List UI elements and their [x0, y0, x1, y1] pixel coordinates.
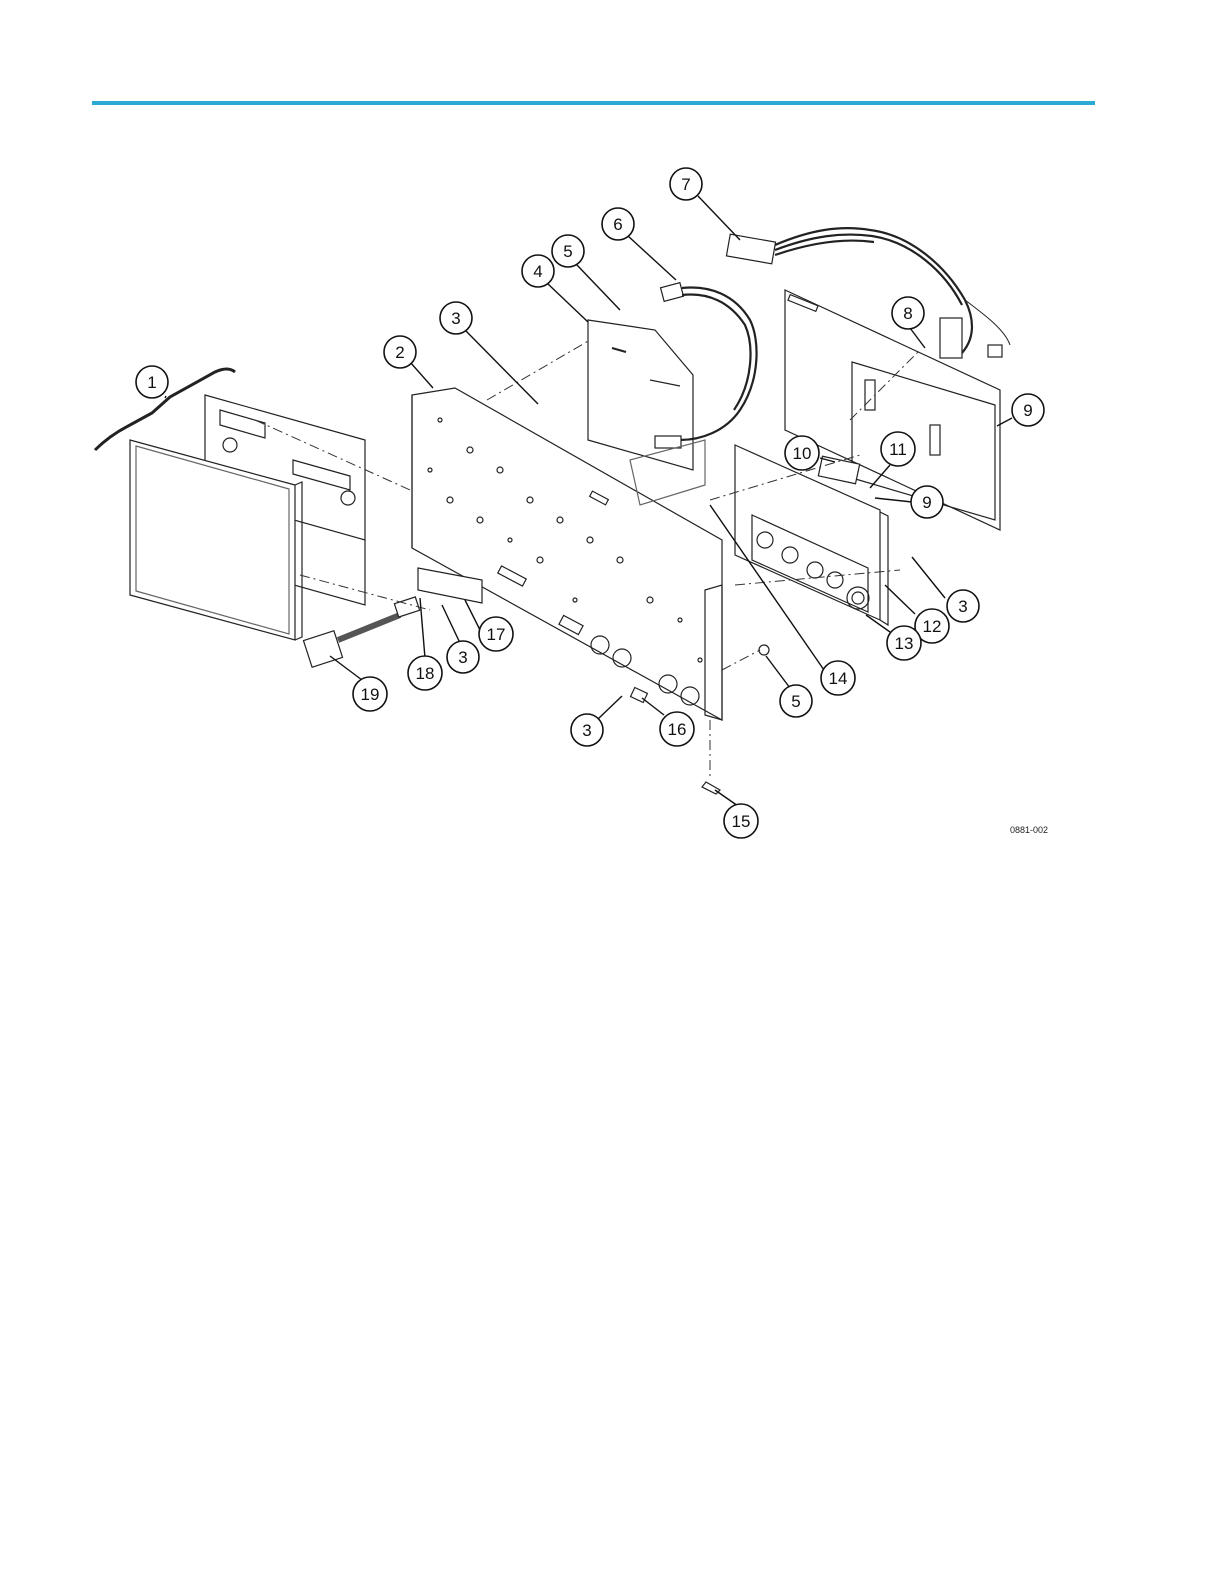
- svg-text:17: 17: [487, 625, 506, 644]
- callout-8: 8: [892, 297, 924, 329]
- svg-text:3: 3: [451, 309, 460, 328]
- callout-16: 16: [660, 712, 694, 746]
- callout-6: 6: [602, 208, 634, 240]
- svg-text:3: 3: [582, 721, 591, 740]
- callout-2: 2: [384, 336, 416, 368]
- callout-18: 18: [408, 656, 442, 690]
- callout-11: 11: [881, 432, 915, 466]
- callout-3c: 3: [447, 641, 479, 673]
- callout-14: 14: [821, 661, 855, 695]
- svg-text:1: 1: [147, 373, 156, 392]
- svg-text:6: 6: [613, 215, 622, 234]
- callout-5: 5: [552, 235, 584, 267]
- svg-text:3: 3: [458, 648, 467, 667]
- callout-9b: 9: [911, 486, 943, 518]
- callout-5b: 5: [780, 685, 812, 717]
- svg-text:2: 2: [395, 343, 404, 362]
- svg-text:12: 12: [923, 617, 942, 636]
- callout-7: 7: [670, 168, 702, 200]
- callout-4: 4: [522, 255, 554, 287]
- svg-text:4: 4: [533, 262, 542, 281]
- svg-text:5: 5: [791, 692, 800, 711]
- svg-text:13: 13: [895, 634, 914, 653]
- callout-3d: 3: [571, 714, 603, 746]
- svg-text:10: 10: [793, 444, 812, 463]
- svg-text:14: 14: [829, 669, 848, 688]
- callout-10: 10: [785, 436, 819, 470]
- svg-text:9: 9: [922, 493, 931, 512]
- io-connector-plate: [735, 445, 888, 625]
- svg-text:7: 7: [681, 175, 690, 194]
- standoff-nut: [759, 645, 769, 655]
- callout-13: 13: [887, 626, 921, 660]
- svg-text:5: 5: [563, 242, 572, 261]
- callout-3b: 3: [947, 590, 979, 622]
- callout-19: 19: [353, 677, 387, 711]
- svg-text:9: 9: [1023, 401, 1032, 420]
- callout-1: 1: [136, 366, 168, 398]
- svg-text:3: 3: [958, 597, 967, 616]
- display-cable: [303, 597, 419, 667]
- svg-text:15: 15: [732, 812, 751, 831]
- svg-text:11: 11: [889, 440, 907, 459]
- svg-text:8: 8: [903, 304, 912, 323]
- display-assembly: [95, 369, 365, 640]
- svg-text:16: 16: [668, 720, 687, 739]
- svg-text:19: 19: [361, 685, 380, 704]
- callout-17: 17: [479, 617, 513, 651]
- callout-9: 9: [1012, 394, 1044, 426]
- figure-id-label: 0881-002: [1010, 825, 1048, 835]
- callout-15: 15: [724, 804, 758, 838]
- svg-text:18: 18: [416, 664, 435, 683]
- callout-3: 3: [440, 302, 472, 334]
